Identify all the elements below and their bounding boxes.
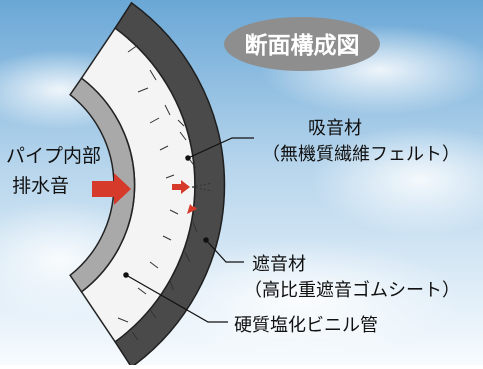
- absorption-detail: （無機質繊維フェルト）: [262, 144, 460, 165]
- diagram-title: 断面構成図: [245, 32, 360, 59]
- title-badge: 断面構成図: [224, 17, 380, 71]
- pipe-name: 硬質塩化ビニル管: [234, 315, 378, 336]
- absorption-label: 吸音材 （無機質繊維フェルト）: [262, 118, 460, 165]
- insulation-name: 遮音材: [252, 254, 306, 275]
- sound-absorb-arrows: [172, 180, 213, 214]
- drain-noise-text: 排水音: [12, 175, 69, 197]
- transmit-arrow: [172, 180, 190, 194]
- absorption-name: 吸音材: [308, 118, 362, 139]
- pipe-interior-label: パイプ内部 排水音: [6, 145, 101, 197]
- sound-entry-arrow: [92, 173, 131, 205]
- pvc-pipe-layer: [69, 77, 136, 293]
- pipe-leader: [123, 272, 228, 323]
- insulation-detail: （高比重遮音ゴムシート）: [244, 280, 460, 301]
- leader-lines: [123, 137, 254, 323]
- reflect-arrow: [187, 200, 200, 214]
- absorption-leader: [185, 137, 254, 161]
- felt-fibers: [117, 44, 198, 341]
- insulation-label: 遮音材 （高比重遮音ゴムシート）: [244, 254, 460, 301]
- pipe-interior-text: パイプ内部: [6, 145, 101, 167]
- insulation-leader: [203, 237, 244, 263]
